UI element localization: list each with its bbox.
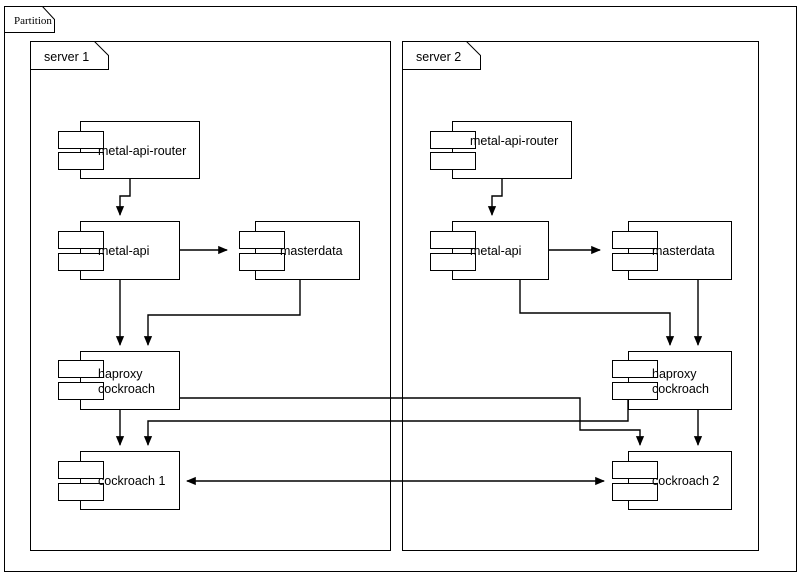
metal-api-2-tab-upper-icon: [430, 231, 476, 249]
cockroach-2-tab-lower-icon: [612, 483, 658, 501]
masterdata-1-tab-lower-icon: [239, 253, 285, 271]
component-metal-api-2[interactable]: metal-api: [430, 221, 549, 280]
server-1-label-tab: [30, 41, 109, 70]
edge-router2-to-metalapi2: [487, 179, 503, 216]
masterdata-1-tab-upper-icon: [239, 231, 285, 249]
cockroach-2-label: cockroach 2: [652, 474, 719, 488]
partition-label-tab: [4, 6, 55, 33]
cockroach-2-tab-upper-icon: [612, 461, 658, 479]
masterdata-2-label: masterdata: [652, 244, 715, 258]
metal-api-router-1-label: metal-api-router: [98, 144, 186, 158]
metal-api-router-2-label: metal-api-router: [470, 134, 558, 148]
haproxy-cockroach-1-label-line2: cockroach: [98, 382, 155, 396]
metal-api-1-label: metal-api: [98, 244, 149, 258]
component-masterdata-1[interactable]: masterdata: [239, 221, 360, 280]
metal-api-1-tab-upper-icon: [58, 231, 104, 249]
metal-api-router-1-tab-lower-icon: [58, 152, 104, 170]
metal-api-2-tab-lower-icon: [430, 253, 476, 271]
haproxy-cockroach-1-tab-lower-icon: [58, 382, 104, 400]
component-metal-api-1[interactable]: metal-api: [58, 221, 180, 280]
server-2-label: server 2: [416, 50, 461, 64]
metal-api-1-tab-lower-icon: [58, 253, 104, 271]
component-metal-api-router-2[interactable]: metal-api-router: [430, 121, 572, 179]
cockroach-1-tab-upper-icon: [58, 461, 104, 479]
haproxy-cockroach-2-tab-upper-icon: [612, 360, 658, 378]
component-cockroach-1[interactable]: cockroach 1: [58, 451, 180, 510]
partition-label: Partition: [14, 15, 52, 27]
masterdata-1-label: masterdata: [280, 244, 343, 258]
server-1-label: server 1: [44, 50, 89, 64]
edge-metalapi2-to-haproxy2: [519, 280, 675, 346]
component-cockroach-2[interactable]: cockroach 2: [612, 451, 732, 510]
metal-api-router-2-tab-upper-icon: [430, 131, 476, 149]
haproxy-cockroach-1-tab-upper-icon: [58, 360, 104, 378]
edge-masterdata1-to-haproxy1: [143, 280, 301, 346]
cockroach-1-tab-lower-icon: [58, 483, 104, 501]
haproxy-cockroach-1-label-line1: haproxy: [98, 367, 143, 381]
edge-router1-to-metalapi1: [115, 179, 131, 216]
masterdata-2-tab-lower-icon: [612, 253, 658, 271]
component-metal-api-router-1[interactable]: metal-api-router: [58, 121, 200, 179]
metal-api-router-1-tab-upper-icon: [58, 131, 104, 149]
metal-api-router-2-tab-lower-icon: [430, 152, 476, 170]
component-haproxy-cockroach-2[interactable]: haproxy cockroach: [612, 351, 732, 410]
metal-api-2-label: metal-api: [470, 244, 521, 258]
edge-haproxy1-to-cockroach2: [180, 397, 645, 446]
masterdata-2-tab-upper-icon: [612, 231, 658, 249]
haproxy-cockroach-2-tab-lower-icon: [612, 382, 658, 400]
cockroach-1-label: cockroach 1: [98, 474, 165, 488]
server-2-label-tab: [402, 41, 481, 70]
haproxy-cockroach-2-label-line1: haproxy: [652, 367, 697, 381]
component-masterdata-2[interactable]: masterdata: [612, 221, 732, 280]
haproxy-cockroach-2-label-line2: cockroach: [652, 382, 709, 396]
component-haproxy-cockroach-1[interactable]: haproxy cockroach: [58, 351, 180, 410]
